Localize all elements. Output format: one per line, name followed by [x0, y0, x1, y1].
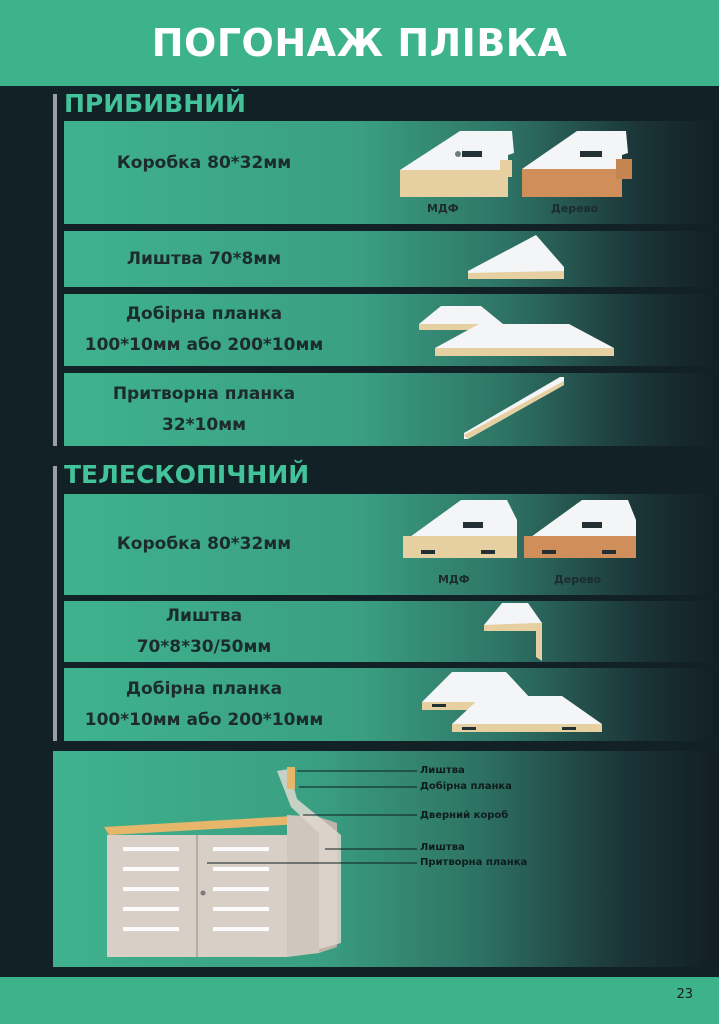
- callout-stop-strip: Притворна планка: [420, 857, 528, 868]
- row-extension-nailed: Добірна планка 100*10мм або 200*10мм: [64, 294, 719, 366]
- extension-board-image: [419, 306, 614, 356]
- row-label-line: Притворна планка: [112, 383, 296, 404]
- row-stop-strip-nailed: Притворна планка 32*10мм: [64, 373, 719, 446]
- row-label-line: Коробка 80*32мм: [116, 153, 292, 173]
- row-extension-telescopic: Добірна планка 100*10мм або 200*10мм: [64, 668, 719, 741]
- row-label: Лиштва 70*8*30/50мм: [64, 601, 344, 662]
- section-title-prybyvnyi: ПРИБИВНИЙ: [64, 89, 246, 118]
- casing-image: [468, 235, 564, 279]
- callout-door-frame: Дверний короб: [420, 810, 509, 821]
- row-label-line: 100*10мм або 200*10мм: [84, 709, 324, 730]
- row-label: Лиштва 70*8мм: [64, 231, 344, 287]
- row-box-telescopic: Коробка 80*32мм МДФ Дерево: [64, 494, 719, 595]
- row-label-line: 70*8*30/50мм: [136, 636, 272, 657]
- row-label-line: Добірна планка: [125, 678, 283, 699]
- telescopic-extension-image: [422, 672, 602, 732]
- callout-casing: Лиштва: [420, 765, 465, 776]
- caption-wood: Дерево: [554, 573, 602, 586]
- row-label-line: 100*10мм або 200*10мм: [84, 335, 324, 355]
- row-casing-telescopic: Лиштва 70*8*30/50мм: [64, 601, 719, 662]
- row-label-line: Лиштва: [165, 605, 243, 626]
- page-title: ПОГОНАЖ ПЛІВКА: [151, 21, 568, 65]
- section-marker: [53, 466, 57, 741]
- door-frame-mdf-image: [400, 131, 514, 197]
- page-number: 23: [676, 987, 693, 1002]
- section-title-teleskopichnyi: ТЕЛЕСКОПІЧНИЙ: [64, 460, 310, 489]
- caption-mdf: МДФ: [427, 202, 459, 215]
- row-label-line: Коробка 80*32мм: [116, 534, 292, 554]
- row-label-line: 32*10мм: [162, 414, 246, 435]
- row-label-line: Лиштва 70*8мм: [126, 248, 282, 269]
- page-footer: [0, 977, 719, 1024]
- row-casing-nailed: Лиштва 70*8мм: [64, 231, 719, 287]
- section-marker: [53, 94, 57, 446]
- door-frame-wood-image: [522, 131, 632, 197]
- telescopic-frame-mdf-image: [403, 500, 517, 558]
- page-header: ПОГОНАЖ ПЛІВКА: [0, 0, 719, 86]
- telescopic-casing-image: [484, 603, 542, 661]
- telescopic-frame-wood-image: [524, 500, 636, 558]
- caption-mdf: МДФ: [438, 573, 470, 586]
- assembly-illustration-panel: Лиштва Добірна планка Дверний короб Лишт…: [53, 751, 719, 967]
- row-label-line: Добірна планка: [125, 304, 283, 324]
- row-label: Коробка 80*32мм: [64, 494, 344, 595]
- row-label: Коробка 80*32мм: [64, 103, 344, 224]
- row-label: Добірна планка 100*10мм або 200*10мм: [64, 668, 344, 741]
- row-box-nailed: Коробка 80*32мм МДФ Дерево: [64, 121, 719, 224]
- callout-extension: Добірна планка: [420, 781, 512, 792]
- door-assembly-image: [104, 767, 341, 957]
- stop-strip-image: [464, 377, 564, 439]
- row-label: Добірна планка 100*10мм або 200*10мм: [64, 294, 344, 366]
- caption-wood: Дерево: [551, 202, 599, 215]
- callout-casing: Лиштва: [420, 842, 465, 853]
- row-label: Притворна планка 32*10мм: [64, 373, 344, 446]
- callout-leader-lines: [207, 770, 417, 864]
